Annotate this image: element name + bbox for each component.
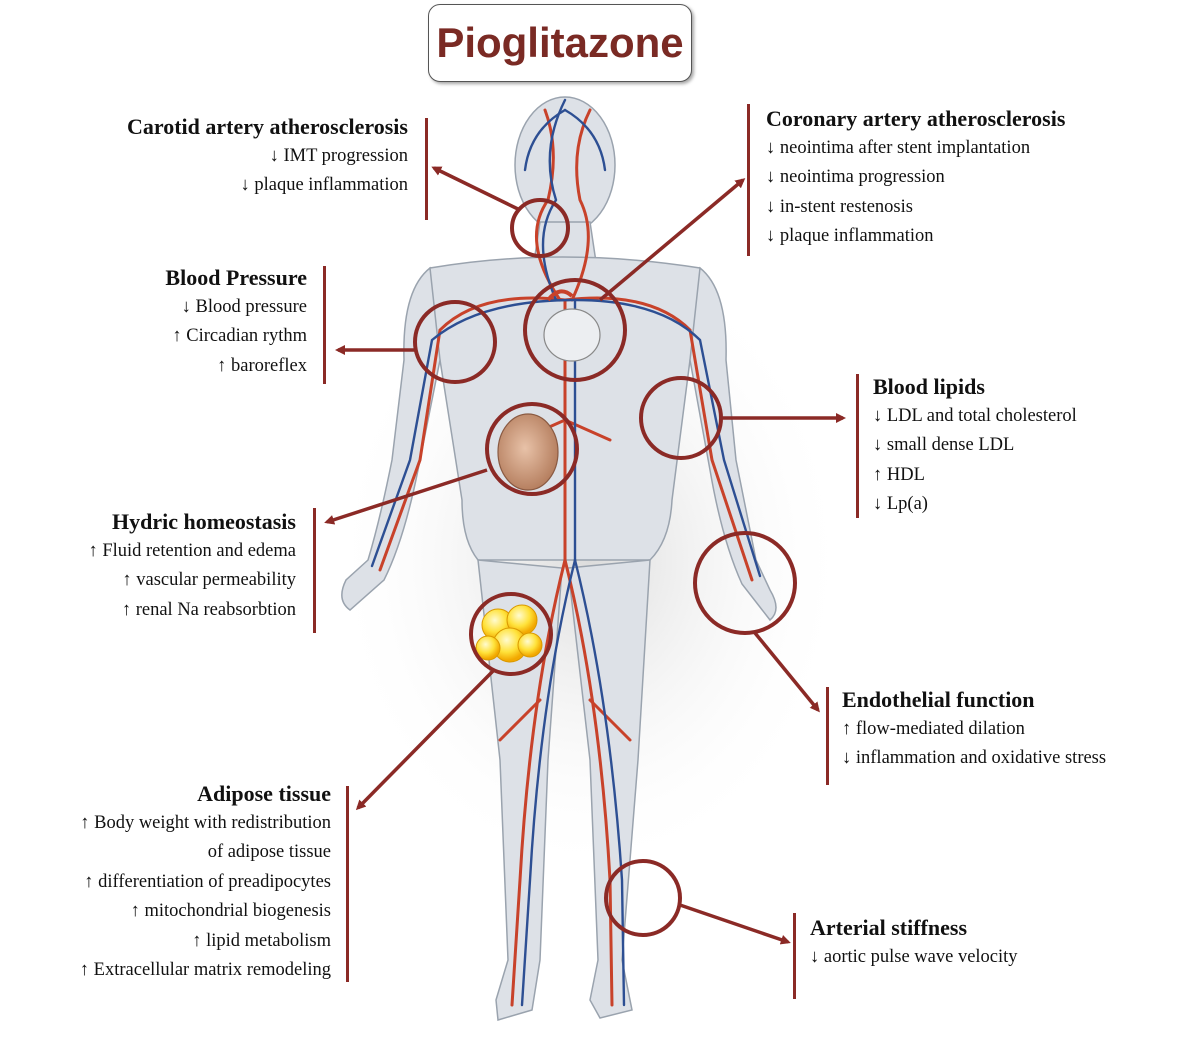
lipids-heading: Blood lipids xyxy=(873,374,985,399)
lipids-line: ↓ LDL and total cholesterol xyxy=(873,406,1077,426)
adipose-cells xyxy=(475,604,543,663)
blood-pressure-group: Blood Pressure ↓ Blood pressure ↑ Circad… xyxy=(165,263,307,381)
endothelial-line: ↓ inflammation and oxidative stress xyxy=(842,748,1107,769)
hydric-group: Hydric homeostasis ↑ Fluid retention and… xyxy=(88,507,296,625)
coronary-group: Coronary artery atherosclerosis ↓ neoint… xyxy=(766,104,1065,252)
arterial-line: ↓ aortic pulse wave velocity xyxy=(810,947,1018,967)
adipose-line: ↑ lipid metabolism xyxy=(192,930,331,951)
hydric-line: ↑ Fluid retention and edema xyxy=(88,541,296,561)
heart-organ xyxy=(543,289,601,362)
carotid-circle xyxy=(510,198,570,258)
endothelial-heading: Endothelial function xyxy=(842,687,1035,712)
hydric-heading: Hydric homeostasis xyxy=(112,509,296,534)
carotid-line: ↓ plaque inflammation xyxy=(240,175,409,196)
hydric-line: ↑ vascular permeability xyxy=(122,570,296,591)
arrow-endothelial xyxy=(753,631,820,713)
coronary-bar xyxy=(747,104,750,256)
coronary-line: ↓ neointima progression xyxy=(766,167,945,188)
arrow-arterial xyxy=(679,903,791,945)
lipids-group: Blood lipids ↓ LDL and total cholesterol… xyxy=(873,372,1077,520)
coronary-line: ↓ plaque inflammation xyxy=(766,226,934,247)
blood-pressure-line: ↓ Blood pressure xyxy=(181,297,307,317)
hydric-line: ↑ renal Na reabsorbtion xyxy=(121,599,296,620)
kidney-organ xyxy=(497,413,559,491)
endothelial-line: ↑ flow-mediated dilation xyxy=(842,719,1025,739)
blood-pressure-line: ↑ baroreflex xyxy=(217,355,307,376)
carotid-line: ↓ IMT progression xyxy=(269,146,408,166)
adipose-group: Adipose tissue ↑ Body weight with redist… xyxy=(80,779,331,985)
calf-circle xyxy=(604,859,682,937)
carotid-bar xyxy=(425,118,428,220)
arterial-heading: Arterial stiffness xyxy=(810,915,968,940)
thigh-circle xyxy=(469,592,553,676)
hand-circle xyxy=(693,531,797,635)
adipose-bar xyxy=(346,786,349,982)
adipose-line: of adipose tissue xyxy=(207,842,331,863)
title-box: Pioglitazone xyxy=(428,4,692,82)
coronary-line: ↓ neointima after stent implantation xyxy=(766,138,1031,158)
blood-pressure-bar xyxy=(323,266,326,384)
arrow-adipose xyxy=(355,668,496,811)
blood-pressure-line: ↑ Circadian rythm xyxy=(172,326,307,347)
arterial-group: Arterial stiffness ↓ aortic pulse wave v… xyxy=(810,913,1018,972)
carotid-heading: Carotid artery atherosclerosis xyxy=(126,114,408,139)
connector-arrows xyxy=(324,166,846,945)
arrow-coronary xyxy=(598,178,746,302)
arterial-bar xyxy=(793,913,796,999)
coronary-heading: Coronary artery atherosclerosis xyxy=(766,106,1066,131)
arm-bp-circle xyxy=(413,300,497,384)
lipids-line: ↓ small dense LDL xyxy=(873,435,1015,456)
lipids-line: ↑ HDL xyxy=(873,464,925,485)
arrow-hydric xyxy=(324,468,488,525)
hydric-bar xyxy=(313,508,316,633)
adipose-line: ↑ differentiation of preadipocytes xyxy=(84,871,331,892)
adipose-line: ↑ Extracellular matrix remodeling xyxy=(79,960,331,981)
adipose-line: ↑ Body weight with redistribution xyxy=(80,813,331,833)
carotid-group: Carotid artery atherosclerosis ↓ IMT pro… xyxy=(127,112,408,201)
kidney-circle xyxy=(485,402,579,496)
lipids-line: ↓ Lp(a) xyxy=(873,494,928,515)
coronary-line: ↓ in-stent restenosis xyxy=(766,196,913,217)
lipids-bar xyxy=(856,374,859,518)
endothelial-group: Endothelial function ↑ flow-mediated dil… xyxy=(842,685,1106,774)
heart-circle xyxy=(523,278,627,382)
arrow-carotid xyxy=(431,166,521,212)
endothelial-bar xyxy=(826,687,829,785)
diagram-title: Pioglitazone xyxy=(436,19,684,66)
adipose-line: ↑ mitochondrial biogenesis xyxy=(130,901,331,922)
adipose-heading: Adipose tissue xyxy=(197,781,331,806)
blood-pressure-heading: Blood Pressure xyxy=(165,265,307,290)
